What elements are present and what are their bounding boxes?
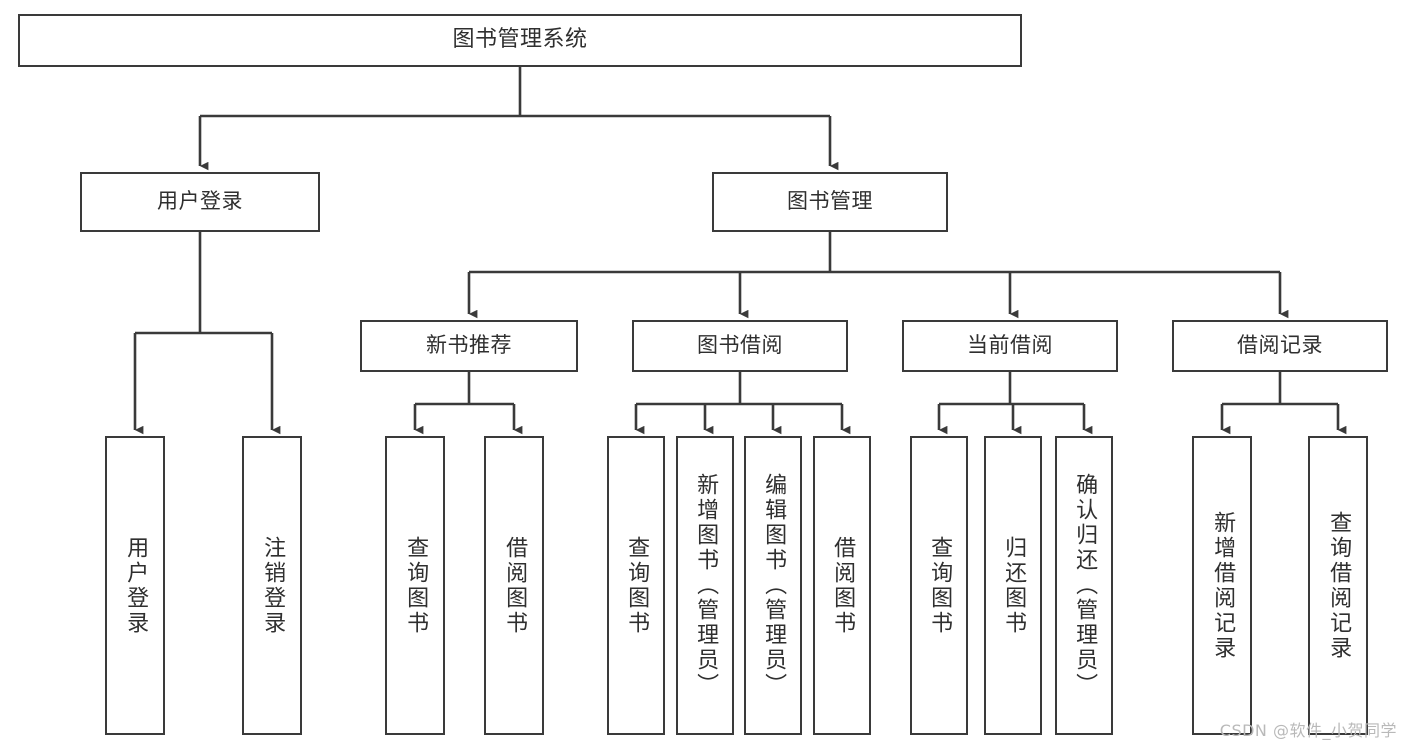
node-leaf-query-borrow-record-label: 查询借阅记录	[1326, 510, 1352, 661]
csdn-watermark: CSDN @软件_小贺同学	[1219, 721, 1397, 740]
node-borrow-record-label: 借阅记录	[1237, 333, 1323, 358]
node-leaf-borrow-book-rec-label: 借阅图书	[502, 535, 528, 636]
node-leaf-user-logout-label: 注销登录	[260, 535, 286, 636]
node-user-login-label: 用户登录	[157, 189, 243, 214]
node-root-label: 图书管理系统	[452, 27, 588, 53]
node-leaf-query-book-rec[interactable]: 查询图书	[385, 436, 445, 735]
node-new-book-recommend[interactable]: 新书推荐	[360, 320, 578, 372]
node-leaf-borrow-book-rec[interactable]: 借阅图书	[484, 436, 544, 735]
node-leaf-add-book-admin-label: 新增图书（管理员）	[693, 473, 719, 698]
node-book-manage-label: 图书管理	[787, 189, 873, 214]
node-leaf-edit-book-admin[interactable]: 编辑图书（管理员）	[744, 436, 802, 735]
node-leaf-add-borrow-record[interactable]: 新增借阅记录	[1192, 436, 1252, 735]
node-leaf-query-borrow-record[interactable]: 查询借阅记录	[1308, 436, 1368, 735]
node-leaf-query-book-rec-label: 查询图书	[403, 535, 429, 636]
node-leaf-add-borrow-record-label: 新增借阅记录	[1210, 510, 1236, 661]
node-current-borrow[interactable]: 当前借阅	[902, 320, 1118, 372]
node-leaf-query-book-cur[interactable]: 查询图书	[910, 436, 968, 735]
node-leaf-confirm-return-admin[interactable]: 确认归还（管理员）	[1055, 436, 1113, 735]
node-leaf-add-book-admin[interactable]: 新增图书（管理员）	[676, 436, 734, 735]
node-leaf-query-book-borrow[interactable]: 查询图书	[607, 436, 665, 735]
node-leaf-edit-book-admin-label: 编辑图书（管理员）	[761, 473, 787, 698]
node-leaf-borrow-book-label: 借阅图书	[830, 535, 856, 636]
node-book-manage[interactable]: 图书管理	[712, 172, 948, 232]
node-leaf-query-book-borrow-label: 查询图书	[624, 535, 650, 636]
node-leaf-return-book[interactable]: 归还图书	[984, 436, 1042, 735]
node-leaf-user-logout[interactable]: 注销登录	[242, 436, 302, 735]
node-book-borrow-label: 图书借阅	[697, 333, 783, 358]
node-leaf-confirm-return-admin-label: 确认归还（管理员）	[1072, 473, 1098, 698]
node-current-borrow-label: 当前借阅	[967, 333, 1053, 358]
node-leaf-user-login-label: 用户登录	[123, 535, 149, 636]
node-leaf-query-book-cur-label: 查询图书	[927, 535, 953, 636]
node-borrow-record[interactable]: 借阅记录	[1172, 320, 1388, 372]
node-root[interactable]: 图书管理系统	[18, 14, 1022, 67]
node-leaf-return-book-label: 归还图书	[1001, 535, 1027, 636]
node-book-borrow[interactable]: 图书借阅	[632, 320, 848, 372]
node-user-login[interactable]: 用户登录	[80, 172, 320, 232]
node-leaf-borrow-book[interactable]: 借阅图书	[813, 436, 871, 735]
node-new-book-recommend-label: 新书推荐	[426, 333, 512, 358]
node-leaf-user-login[interactable]: 用户登录	[105, 436, 165, 735]
